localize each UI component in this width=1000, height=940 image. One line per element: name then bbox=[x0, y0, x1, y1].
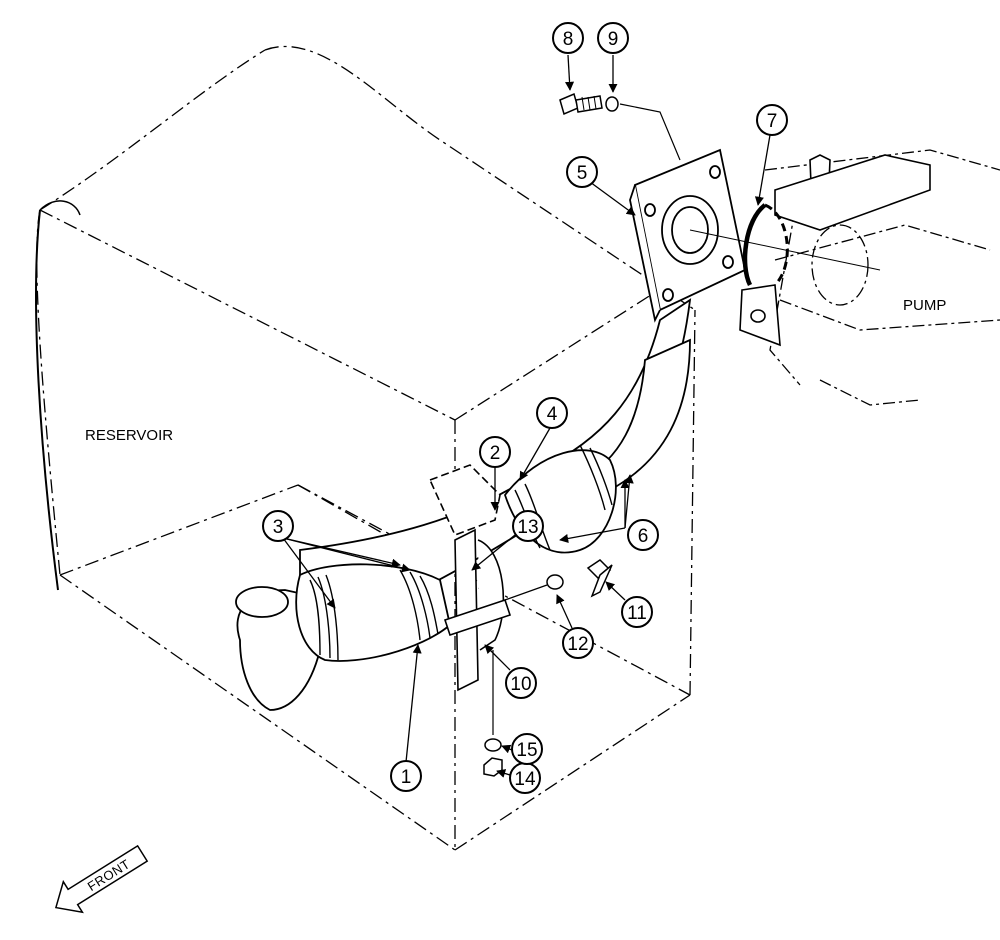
callout-8-label: 8 bbox=[563, 29, 574, 50]
callout-12: 12 bbox=[562, 627, 594, 659]
leader-12-clamp bbox=[504, 584, 548, 601]
clamp-bracket bbox=[428, 464, 512, 692]
callout-4: 4 bbox=[536, 397, 568, 429]
o-ring-back bbox=[764, 203, 789, 287]
o-ring bbox=[742, 203, 767, 287]
callout-3-label: 3 bbox=[273, 517, 284, 538]
callout-8: 8 bbox=[552, 22, 584, 54]
callout-6: 6 bbox=[627, 519, 659, 551]
leader-arrows bbox=[282, 54, 771, 778]
callout-4-label: 4 bbox=[547, 404, 558, 425]
reservoir-top-curve bbox=[39, 200, 81, 216]
callout-7-label: 7 bbox=[767, 111, 778, 132]
washer-12 bbox=[546, 574, 564, 590]
callout-13-label: 13 bbox=[517, 517, 538, 538]
pump-label: PUMP bbox=[903, 297, 946, 314]
callout-9-label: 9 bbox=[608, 29, 619, 50]
callout-1: 1 bbox=[390, 760, 422, 792]
pump-body bbox=[739, 154, 931, 347]
hose-lower bbox=[295, 563, 451, 662]
callout-5-label: 5 bbox=[577, 163, 588, 184]
callout-1-label: 1 bbox=[401, 767, 412, 788]
reservoir-front-edge bbox=[35, 209, 59, 591]
callout-6-label: 6 bbox=[638, 526, 649, 547]
callout-14-label: 14 bbox=[514, 769, 536, 790]
callout-10: 10 bbox=[505, 667, 537, 699]
nut-14 bbox=[483, 757, 503, 777]
callout-9: 9 bbox=[597, 22, 629, 54]
callout-12-label: 12 bbox=[567, 634, 588, 655]
callout-15-label: 15 bbox=[516, 740, 537, 761]
callout-14: 14 bbox=[509, 762, 541, 794]
bolt-8 bbox=[559, 92, 603, 116]
callout-10-label: 10 bbox=[510, 674, 531, 695]
callout-3: 3 bbox=[262, 510, 294, 542]
flange bbox=[629, 148, 747, 323]
callout-7: 7 bbox=[756, 104, 788, 136]
callout-2: 2 bbox=[479, 436, 511, 468]
callout-15: 15 bbox=[511, 733, 543, 765]
leader-9-flange bbox=[619, 103, 681, 161]
washer-15 bbox=[484, 738, 502, 752]
flange-centerline bbox=[689, 229, 881, 271]
callouts: 1 2 3 4 5 6 7 8 bbox=[262, 22, 788, 794]
callout-11: 11 bbox=[621, 596, 653, 628]
callout-2-label: 2 bbox=[490, 443, 501, 464]
washer-9 bbox=[605, 96, 619, 112]
front-arrow: FRONT bbox=[54, 844, 149, 914]
callout-13: 13 bbox=[512, 510, 544, 542]
callout-5: 5 bbox=[566, 156, 598, 188]
callout-11-label: 11 bbox=[627, 603, 647, 624]
bolt-11 bbox=[586, 559, 613, 598]
reservoir-label: RESERVOIR bbox=[85, 427, 173, 444]
